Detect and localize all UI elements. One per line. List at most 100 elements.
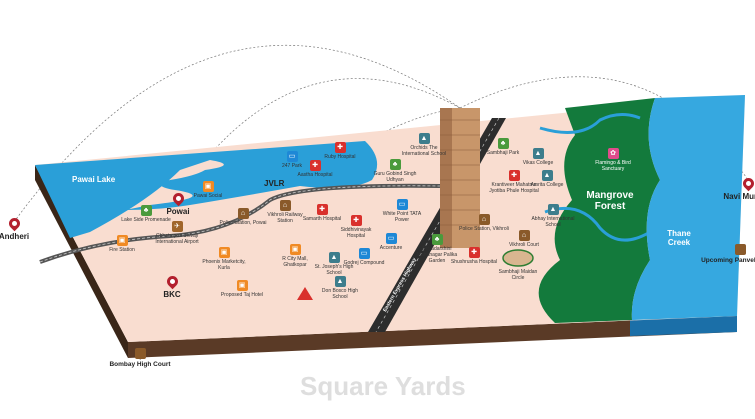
school-icon: ▲ xyxy=(418,133,430,144)
thane-creek xyxy=(631,95,745,320)
hospital-icon: ✚ xyxy=(508,170,520,181)
poi-aastha-hospital[interactable]: ✚Aastha Hospital xyxy=(290,160,340,178)
poi-police-station-vikhroli-label: Police Station, Vikhroli xyxy=(459,226,509,232)
poi-flamingo-bird-sanctuary[interactable]: ✿Flamingo & Bird Sanctuary xyxy=(588,148,638,172)
poi-pawai-social[interactable]: ▣Pawai Social xyxy=(183,181,233,199)
poi-guru-gobind-singh-udhyan[interactable]: ♣Guru Gobind Singh Udhyan xyxy=(370,159,420,183)
poi-godrej-compound-label: Godrej Compound xyxy=(343,260,385,266)
poi-abhay-international-school-label: Abhay International School xyxy=(531,216,575,228)
external-landmark-label: Bombay High Court xyxy=(109,361,171,368)
poi-247-park[interactable]: ▭247 Park xyxy=(267,151,317,169)
hospital-icon: ✚ xyxy=(309,160,321,171)
landmark-icon xyxy=(134,348,146,359)
poi-police-station-powai-label: Police Station, Powai xyxy=(219,220,267,226)
poi-lake-side-promenade[interactable]: ♣Lake Side Promenade xyxy=(121,205,171,223)
poi-st-joseph-s-high-school[interactable]: ▲St. Joseph's High School xyxy=(309,252,359,276)
project-tower-icon xyxy=(440,108,480,248)
school-icon: ▲ xyxy=(547,204,559,215)
external-landmark[interactable]: Bombay High Court xyxy=(100,348,180,368)
park-icon: ♣ xyxy=(140,205,152,216)
poi-247-park-label: 247 Park xyxy=(281,163,302,169)
poi-fire-station[interactable]: ▣Fire Station xyxy=(97,235,147,253)
park-icon: ♣ xyxy=(389,159,401,170)
poi-sambhaji-maidan-circle[interactable]: Sambhaji Maidan Circle xyxy=(493,268,543,281)
park-icon: ♣ xyxy=(497,138,509,149)
poi-don-bosco-high-school-label: Don Bosco High School xyxy=(321,288,359,300)
poi-vikas-college[interactable]: ▲Vikas College xyxy=(513,148,563,166)
poi-white-point-tata-power-label: White Point TATA Power xyxy=(382,211,422,223)
mangrove-forest-label: Mangrove Forest xyxy=(586,190,634,212)
poi-orchids-the-international-school-label: Orchids The International School xyxy=(401,145,447,157)
mangrove-forest xyxy=(538,98,660,323)
poi-shushrusha-hospital[interactable]: ✚Shushrusha Hospital xyxy=(449,247,499,265)
hospital-icon: ✚ xyxy=(350,215,362,226)
poi-accenture-label: Accenture xyxy=(379,245,403,251)
poi-r-city-mall-ghatkopar-label: R City Mall, Ghatkopar xyxy=(282,256,308,268)
school-icon: ▲ xyxy=(328,252,340,263)
poi-siddhivinayak-hospital[interactable]: ✚Siddhivinayak Hospital xyxy=(331,215,381,239)
police-icon: ⌂ xyxy=(279,200,291,211)
creek-edge xyxy=(630,316,737,336)
poi-vikhroli-court-label: Vikhroli Court xyxy=(509,242,539,248)
poi-proposed-taj-hotel[interactable]: ▣Proposed Taj Hotel xyxy=(217,280,267,298)
poi-police-station-powai[interactable]: ⌂Police Station, Powai xyxy=(218,208,268,226)
landmark-icon xyxy=(734,244,746,255)
poi-r-city-mall-ghatkopar[interactable]: ▣R City Mall, Ghatkopar xyxy=(270,244,320,268)
map-pin-icon xyxy=(164,273,180,290)
poi-ruby-hospital-label: Ruby Hospital xyxy=(324,154,356,160)
shopping-icon: ▣ xyxy=(289,244,301,255)
poi-ruby-hospital[interactable]: ✚Ruby Hospital xyxy=(315,142,365,160)
map-pin-icon xyxy=(740,175,755,192)
poi-accenture[interactable]: ▭Accenture xyxy=(366,233,416,251)
poi-pawai-social-label: Pawai Social xyxy=(193,193,223,199)
shopping-icon: ▣ xyxy=(202,181,214,192)
poi-abhay-international-school[interactable]: ▲Abhay International School xyxy=(528,204,578,228)
office-icon: ▭ xyxy=(396,199,408,210)
school-icon: ▲ xyxy=(541,170,553,181)
school-icon: ▲ xyxy=(532,148,544,159)
poi-phoenix-marketcity-kurla[interactable]: ▣Phoenix Marketcity, Kurla xyxy=(199,247,249,271)
sanctuary-icon: ✿ xyxy=(607,148,619,159)
poi-samarth-hospital[interactable]: ✚Samarth Hospital xyxy=(297,204,347,222)
police-icon: ⌂ xyxy=(237,208,249,219)
poi-aastha-hospital-label: Aastha Hospital xyxy=(297,172,333,178)
poi-fire-station-label: Fire Station xyxy=(109,247,135,253)
park-icon: ♣ xyxy=(431,234,443,245)
jvlr-label: JVLR xyxy=(264,179,285,188)
poi-vikhroli-court[interactable]: ⌂Vikhroli Court xyxy=(499,230,549,248)
pawai-lake-label: Pawai Lake xyxy=(72,175,116,184)
location-pin-navi-mumbai[interactable]: Navi Mumbai xyxy=(713,175,755,201)
location-pin-powai-label: Powai xyxy=(166,207,190,216)
poi-chhatrapati-shivaji-international-airport[interactable]: ✈Chhatrapati Shivaji International Airpo… xyxy=(152,221,202,245)
poi-white-point-tata-power[interactable]: ▭White Point TATA Power xyxy=(377,199,427,223)
location-pin-powai[interactable]: Powai xyxy=(143,190,213,216)
external-landmark-label: Upcoming Panvel Airport xyxy=(701,257,755,264)
poi-orchids-the-international-school[interactable]: ▲Orchids The International School xyxy=(399,133,449,157)
poi-godrej-compound[interactable]: ▭Godrej Compound xyxy=(339,248,389,266)
location-pin-bkc[interactable]: BKC xyxy=(137,273,207,299)
map-pin-icon xyxy=(6,215,22,232)
poi-amrita-college[interactable]: ▲Amrita College xyxy=(522,170,572,188)
poi-lake-side-promenade-label: Lake Side Promenade xyxy=(121,217,171,223)
external-landmark[interactable]: Upcoming Panvel Airport xyxy=(700,244,755,264)
poi-don-bosco-high-school[interactable]: ▲Don Bosco High School xyxy=(315,276,365,300)
hospital-icon: ✚ xyxy=(334,142,346,153)
poi-priyadarshini-mahanagar-palika-garden[interactable]: ♣Priyadarshini Mahanagar Palika Garden xyxy=(412,234,462,264)
airport-icon: ✈ xyxy=(171,221,183,232)
poi-phoenix-marketcity-kurla-label: Phoenix Marketcity, Kurla xyxy=(202,259,246,271)
poi-sambhaji-park-label: Sambhaji Park xyxy=(486,150,520,156)
location-pin-andheri-label: Andheri xyxy=(0,232,30,241)
police-icon: ⌂ xyxy=(478,214,490,225)
poi-sambhaji-park[interactable]: ♣Sambhaji Park xyxy=(478,138,528,156)
poi-samarth-hospital-label: Samarth Hospital xyxy=(302,216,342,222)
location-pin-navi-mumbai-label: Navi Mumbai xyxy=(723,192,755,201)
location-pin-andheri[interactable]: Andheri xyxy=(0,215,49,241)
poi-flamingo-bird-sanctuary-label: Flamingo & Bird Sanctuary xyxy=(595,160,631,172)
poi-police-station-vikhroli[interactable]: ⌂Police Station, Vikhroli xyxy=(459,214,509,232)
map-edge-front xyxy=(128,316,737,358)
poi-vikhroli-railway-station[interactable]: ⌂Vikhroli Railway Station xyxy=(260,200,310,224)
poi-krantiveer-mahatma-jyotiba-phule-hospital[interactable]: ✚Krantiveer Mahatma Jyotiba Phule Hospit… xyxy=(489,170,539,194)
location-pin-bkc-label: BKC xyxy=(163,290,181,299)
